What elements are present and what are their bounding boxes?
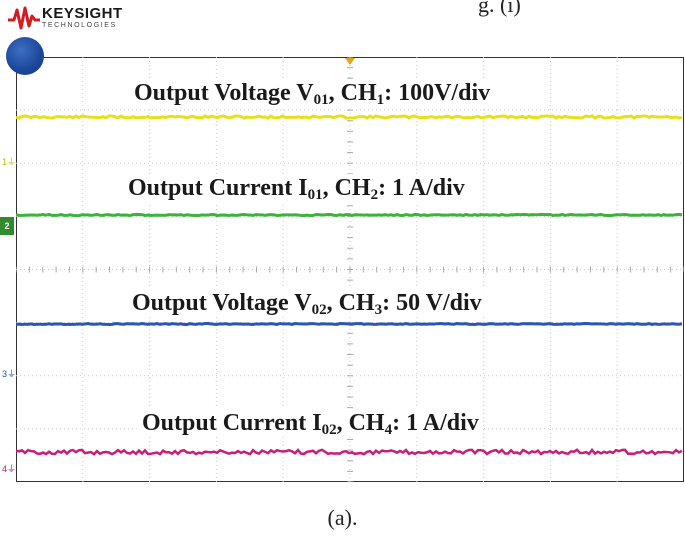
- channel-3-label: Output Voltage V02, CH3: 50 V/div: [130, 289, 484, 318]
- channel-1-marker[interactable]: 1⏚: [2, 157, 16, 168]
- header-bar: KEYSIGHT TECHNOLOGIES g. (i): [0, 0, 685, 40]
- channel-1-number: 1: [2, 157, 8, 167]
- keysight-wave-icon: [8, 6, 40, 30]
- channel-3-trace: [16, 321, 683, 327]
- channel-2-number: 2: [4, 221, 10, 231]
- channel-2-label: Output Current I01, CH2: 1 A/div: [126, 174, 467, 203]
- run-status-indicator[interactable]: [6, 37, 44, 75]
- cropped-title-text: g. (i): [478, 0, 521, 17]
- figure-caption: (a).: [327, 505, 358, 530]
- ground-icon: ⏚: [7, 464, 17, 474]
- channel-1-label: Output Voltage V01, CH1: 100V/div: [132, 79, 493, 108]
- trigger-marker: [345, 58, 355, 65]
- channel-2-trace: [16, 212, 683, 218]
- channel-3-number: 3: [2, 369, 8, 379]
- channel-4-number: 4: [2, 464, 8, 474]
- brand-name: KEYSIGHT: [42, 5, 123, 22]
- channel-4-label: Output Current I02, CH4: 1 A/div: [140, 409, 481, 438]
- ground-icon: ⏚: [7, 369, 17, 379]
- brand-logo: KEYSIGHT TECHNOLOGIES: [42, 6, 123, 29]
- channel-4-trace: [16, 447, 683, 456]
- channel-3-marker[interactable]: 3⏚: [2, 369, 16, 380]
- channel-2-marker[interactable]: 2: [0, 217, 14, 235]
- brand-subtitle: TECHNOLOGIES: [42, 22, 117, 29]
- channel-4-marker[interactable]: 4⏚: [2, 464, 16, 475]
- ground-icon: ⏚: [7, 157, 17, 167]
- channel-1-trace: [16, 114, 683, 120]
